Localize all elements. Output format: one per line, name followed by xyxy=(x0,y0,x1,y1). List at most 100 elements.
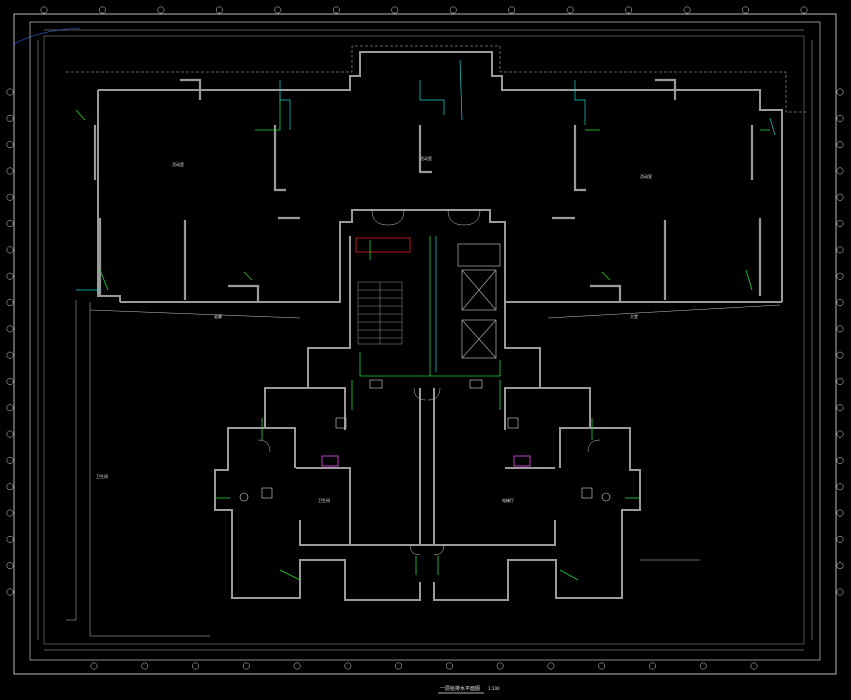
dim-frame xyxy=(43,35,805,645)
grid-bubble xyxy=(649,662,656,670)
grid-bubble xyxy=(141,662,149,670)
grid-bubble xyxy=(242,662,250,670)
grid-bubbles-bottom xyxy=(90,662,758,670)
grid-bubble xyxy=(274,6,282,14)
grid-bubble xyxy=(6,325,14,333)
slope-lines xyxy=(66,300,781,637)
building-walls xyxy=(97,51,783,601)
grid-bubble xyxy=(6,272,14,280)
room-label-5: 大堂 xyxy=(630,313,638,319)
grid-bubble xyxy=(445,662,453,670)
grid-bubble xyxy=(6,141,14,149)
grid-bubble xyxy=(6,483,14,491)
grid-bubble xyxy=(836,483,844,491)
grid-bubble xyxy=(836,588,844,596)
room-label-2: 活动室 xyxy=(420,155,432,161)
inner-frame xyxy=(29,21,821,661)
grid-bubble xyxy=(625,6,633,14)
grid-bubble xyxy=(6,562,14,570)
site-boundary xyxy=(66,45,806,113)
grid-bubble xyxy=(449,6,457,14)
grid-bubble xyxy=(6,193,14,201)
grid-bubble xyxy=(496,662,504,670)
grid-bubble xyxy=(215,6,223,14)
fire-pipe xyxy=(355,237,411,253)
grid-bubble xyxy=(344,662,352,670)
grid-bubble xyxy=(683,6,691,14)
grid-bubble xyxy=(836,299,844,306)
grid-bubble xyxy=(836,193,844,201)
grid-bubble xyxy=(90,662,98,670)
grid-bubble xyxy=(6,220,14,228)
grid-bubble xyxy=(332,6,340,14)
grid-bubble xyxy=(750,662,758,670)
doors xyxy=(257,209,601,556)
grid-bubble xyxy=(547,662,555,670)
grid-bubble xyxy=(836,220,844,228)
grid-bubble xyxy=(6,246,14,254)
grid-bubble xyxy=(6,404,14,412)
grid-bubble xyxy=(836,325,844,333)
grid-bubble xyxy=(6,114,14,122)
grid-bubbles-top xyxy=(40,6,808,14)
grid-bubble xyxy=(836,246,844,254)
grid-bubble xyxy=(836,167,844,175)
grid-bubble xyxy=(99,6,106,14)
room-label-6: 卫生间 xyxy=(96,473,108,479)
grid-bubble xyxy=(566,6,574,14)
grid-bubble xyxy=(40,6,48,14)
stairwell xyxy=(357,281,403,345)
grid-bubble xyxy=(800,6,808,14)
grid-bubble xyxy=(6,299,14,306)
corner-arc xyxy=(13,27,81,45)
room-label-1: 活动室 xyxy=(172,161,184,167)
grid-bubble xyxy=(6,456,14,464)
grid-lines xyxy=(37,29,813,651)
grid-bubble xyxy=(836,456,844,464)
room-label-4: 走廊 xyxy=(214,313,222,319)
grid-bubble xyxy=(836,114,844,122)
grid-bubble xyxy=(6,430,14,438)
grid-bubble xyxy=(395,662,403,670)
outer-frame xyxy=(13,13,837,675)
grid-bubbles-left xyxy=(6,88,14,596)
grid-bubble xyxy=(192,662,199,670)
grid-bubble xyxy=(6,167,14,175)
sanitary-fixtures xyxy=(239,379,611,502)
room-labels: 活动室 活动室 活动室 走廊 大堂 卫生间 卫生间 电梯厅 xyxy=(96,155,652,503)
grid-bubble xyxy=(836,404,844,412)
room-label-8: 电梯厅 xyxy=(502,497,514,503)
room-label-7: 卫生间 xyxy=(318,497,330,503)
grid-bubble xyxy=(836,141,844,149)
grid-bubble xyxy=(6,378,14,385)
grid-bubble xyxy=(6,351,14,359)
grid-bubble xyxy=(836,535,844,543)
grid-bubble xyxy=(157,6,165,14)
drawing-scale: 1:100 xyxy=(488,686,500,691)
grid-bubble xyxy=(508,6,516,14)
room-label-3: 活动室 xyxy=(640,173,652,179)
grid-bubble xyxy=(836,88,844,96)
plumbing-fixtures xyxy=(321,455,531,467)
grid-bubble xyxy=(6,535,14,543)
drain-pipes xyxy=(76,59,776,372)
grid-bubble xyxy=(293,662,301,670)
grid-bubble xyxy=(836,430,844,438)
grid-bubble xyxy=(836,378,844,385)
grid-bubble xyxy=(6,509,14,517)
drawing-title: 一层给排水平面图 xyxy=(440,685,480,692)
grid-bubbles-right xyxy=(836,88,844,596)
grid-bubble xyxy=(836,351,844,359)
grid-bubble xyxy=(391,6,399,14)
grid-bubble xyxy=(598,662,606,670)
grid-bubble xyxy=(836,562,844,570)
interior-partitions xyxy=(93,78,762,302)
grid-bubble xyxy=(742,6,749,14)
water-supply-pipes xyxy=(75,95,770,581)
grid-bubble xyxy=(6,88,14,96)
grid-bubble xyxy=(836,272,844,280)
grid-bubble xyxy=(6,588,14,596)
grid-bubble xyxy=(699,662,707,670)
grid-bubble xyxy=(836,509,844,517)
